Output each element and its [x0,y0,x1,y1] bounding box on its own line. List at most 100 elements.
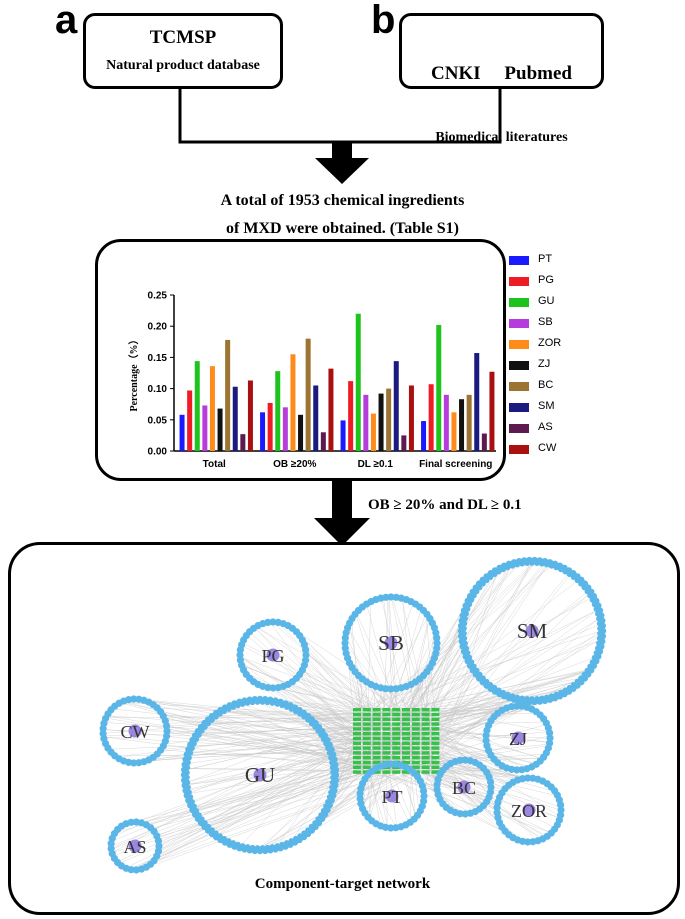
legend-swatch [509,403,529,412]
node-label: GU [245,763,275,787]
legend-swatch [509,424,529,433]
network-caption: Component-target network [254,876,431,892]
hub-node [384,636,398,650]
node-label: AS [123,837,146,857]
legend-label: AS [538,421,553,433]
bar-zj [298,414,304,451]
node-cluster-cw: CW [99,695,171,767]
node-cluster-gu: GU [180,695,340,855]
legend-swatch [509,298,529,307]
legend-swatch [509,382,529,391]
bar-gu [194,361,200,451]
legend-swatch [509,340,529,349]
node-label: PT [381,787,402,807]
legend-label: CW [538,442,557,454]
legend-swatch [509,319,529,328]
bar-zj [378,393,384,451]
node-cluster-pt: PT [356,760,428,832]
source-box-tcmsp: TCMSP Natural product database [83,13,283,89]
legend-label: SB [538,316,553,328]
legend-label: PT [538,253,553,265]
y-tick-label: 0.05 [148,415,168,426]
bar-as [401,435,407,451]
node-cluster-sm: SM [457,556,607,706]
node-cluster-as: AS [107,818,163,874]
bar-pg [187,390,193,451]
x-tick-label: Final screening [419,459,492,470]
bar-zj [459,399,465,451]
x-tick-label: DL ≥0.1 [358,459,394,470]
bar-pt [421,421,427,451]
bar-sb [202,405,208,451]
bar-cw [247,380,253,451]
bar-gu [436,324,442,451]
hub-node [457,780,471,794]
bar-pg [428,384,434,451]
node-label: ZJ [509,729,527,749]
hub-node [253,768,267,782]
legend-label: PG [538,274,554,286]
node-label: PG [261,646,284,666]
bar-zor [451,412,457,451]
bar-sb [443,394,449,451]
hub-node [128,839,142,853]
node-cluster-pg: PG [236,618,310,692]
node-cluster-bc: BC [433,756,495,818]
source-b-subtitle: Biomedical literatures [435,130,568,145]
down-arrow-middle [314,478,370,546]
hub-node [128,724,142,738]
bar-cw [489,371,495,451]
bar-sm [232,386,238,451]
bar-zor [209,366,215,451]
y-tick-label: 0.15 [148,353,168,364]
source-box-literature: CNKI Pubmed Biomedical literatures [399,13,604,145]
bar-bc [386,388,392,451]
legend-label: ZOR [538,337,562,349]
bar-zor [370,413,376,451]
bar-pt [340,420,346,451]
bar-sb [282,407,288,451]
legend-label: GU [538,295,555,307]
panel-label-a: a [55,0,78,42]
node-label: BC [452,778,476,798]
bar-bc [466,394,472,451]
bar-as [320,432,326,451]
bar-cw [328,368,334,451]
bar-bc [305,338,311,451]
legend-swatch [509,445,529,454]
node-label: ZOR [511,801,547,821]
bar-zj [217,408,223,451]
screening-criteria: OB ≥ 20% and DL ≥ 0.1 [368,497,522,513]
node-cluster-sb: SB [341,593,441,693]
bar-as [481,433,487,451]
bar-chart: 0.000.050.100.150.200.25Percentage（%）Tot… [127,291,496,470]
hub-node [385,789,399,803]
bar-bc [225,339,231,451]
x-tick-label: OB ≥20% [273,459,316,470]
legend-label: BC [538,379,554,391]
source-a-subtitle: Natural product database [106,58,260,73]
legend-label: ZJ [538,358,551,370]
legend-label: SM [538,400,555,412]
bar-pg [267,402,273,451]
bar-sm [313,385,319,451]
node-label: SB [378,631,404,655]
legend-swatch [509,277,529,286]
bar-sm [474,353,480,451]
hub-node [266,648,280,662]
bar-sb [363,394,369,451]
hub-node [525,624,539,638]
legend-swatch [509,256,529,265]
y-tick-label: 0.10 [148,384,168,395]
x-tick-label: Total [203,459,226,470]
bar-sm [393,361,399,451]
node-cluster-zj: ZJ [482,702,554,774]
bar-pg [348,381,354,451]
bar-pt [260,412,266,451]
bar-cw [408,385,414,451]
y-tick-label: 0.00 [148,447,168,458]
y-tick-label: 0.25 [148,291,168,302]
node-cluster-zor: ZOR [493,774,565,846]
